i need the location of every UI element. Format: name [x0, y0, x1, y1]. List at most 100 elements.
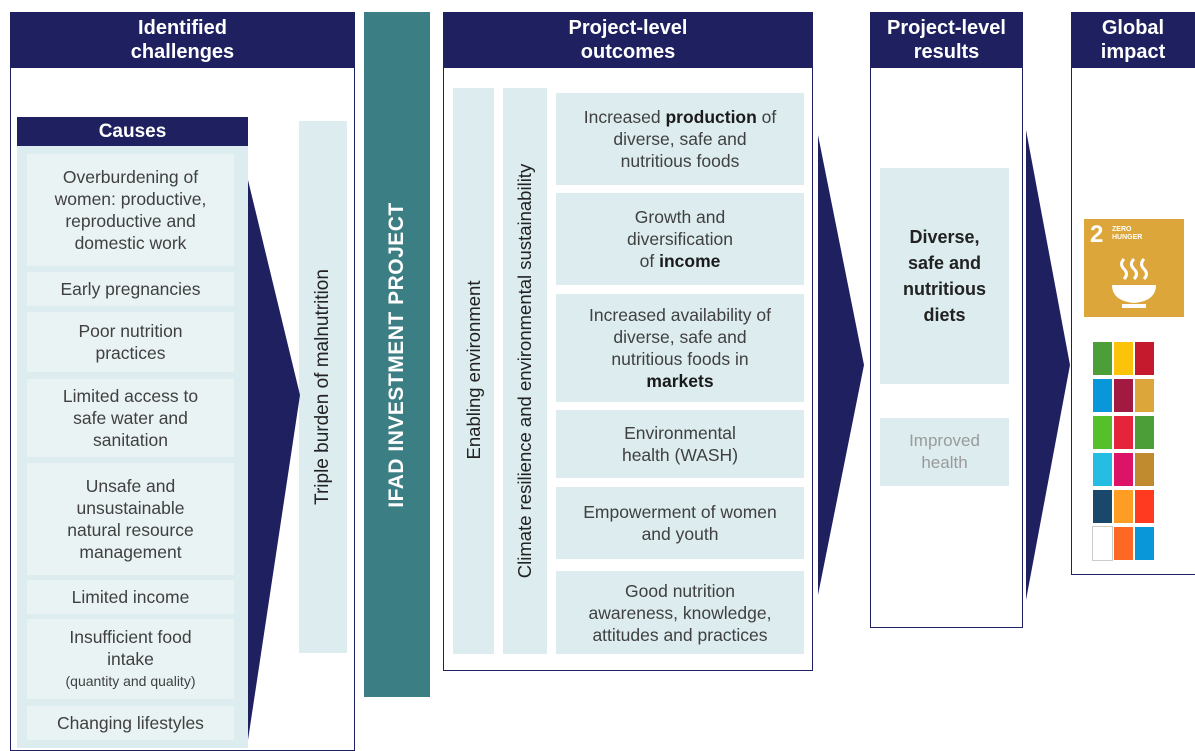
sdg-goal-icon: [1092, 341, 1113, 376]
outcome-markets-line2: diverse, safe and: [613, 327, 747, 347]
cause-item-line: Insufficient food: [69, 627, 192, 647]
triple-burden-box: [299, 121, 347, 653]
outcome-empowerment: Empowerment of women and youth: [556, 487, 804, 559]
outcomes-title-line2: outcomes: [580, 41, 676, 63]
challenges-title-line2: challenges: [130, 41, 235, 63]
sdg-goal-icon: [1134, 489, 1155, 524]
outcome-production-line2: diverse, safe and: [613, 129, 747, 149]
cause-item-line: management: [79, 542, 182, 562]
climate-resilience-box: [503, 88, 547, 654]
outcome-nutrition-line2: awareness, knowledge,: [588, 602, 772, 623]
outcomes-header: Project-level outcomes: [443, 12, 813, 68]
cause-item-line: Overburdening of: [62, 167, 199, 187]
sdg-goal-icon: [1092, 415, 1113, 450]
enabling-environment-box: [453, 88, 494, 654]
outcome-production-line3: nutritious foods: [620, 151, 740, 171]
sdg2-tile: 2 ZERO HUNGER: [1084, 219, 1184, 317]
sdg-goal-icon: [1113, 415, 1134, 450]
ifad-project-bar: [364, 12, 430, 697]
sdg-goal-icon: [1134, 452, 1155, 487]
outcome-income-line2: diversification: [626, 229, 734, 249]
impact-title-line2: impact: [1100, 41, 1166, 63]
outcome-nutrition-awareness: Good nutrition awareness, knowledge, att…: [556, 571, 804, 654]
impact-header: Global impact: [1071, 12, 1195, 68]
ifad-project-label: IFAD INVESTMENT PROJECT: [385, 202, 408, 508]
outcome-wash-line2: health (WASH): [621, 445, 739, 465]
sdg-goal-icon: [1092, 452, 1113, 487]
results-health-line2: health: [921, 453, 968, 472]
sdg-goal-icon: [1134, 378, 1155, 413]
results-health: Improved health: [880, 418, 1009, 486]
causes-header: Causes: [17, 117, 248, 146]
sdg2-label-line1: ZERO: [1112, 226, 1132, 233]
cause-item-line: natural resource: [67, 520, 194, 540]
cause-item-line: intake: [107, 649, 154, 669]
outcome-production: Increased production of diverse, safe an…: [556, 93, 804, 185]
results-diets-line1: Diverse,: [909, 227, 980, 247]
outcome-empowerment-line2: and youth: [641, 524, 719, 544]
sdg-goal-icon: [1113, 526, 1134, 561]
cause-item-line: unsustainable: [76, 498, 185, 518]
cause-item-line: Changing lifestyles: [57, 713, 204, 733]
enabling-environment-label: Enabling environment: [463, 280, 484, 460]
outcome-empowerment-line1: Empowerment of women: [583, 502, 777, 522]
sdg2-label-line2: HUNGER: [1112, 234, 1143, 241]
outcome-income-line3: of income: [639, 251, 721, 271]
cause-item-line: Limited income: [71, 587, 190, 607]
outcome-markets-line3: nutritious foods in: [611, 349, 749, 369]
sdg2-number: 2: [1090, 221, 1104, 248]
results-health-line1: Improved: [909, 431, 980, 450]
causes-arrow: [248, 180, 300, 740]
outcome-income-bold: income: [659, 251, 721, 271]
outcome-income-line1: Growth and: [634, 207, 726, 227]
cause-item-line: Early pregnancies: [60, 279, 201, 299]
outcome-markets: Increased availability of diverse, safe …: [556, 294, 804, 402]
challenges-title-line1: Identified: [138, 17, 227, 39]
outcome-markets-bold: markets: [646, 371, 714, 391]
sdg-goal-icon: [1134, 341, 1155, 376]
cause-item-line: sanitation: [93, 430, 168, 450]
outcome-income: Growth and diversification of income: [556, 193, 804, 285]
results-title-line2: results: [913, 41, 980, 63]
cause-item-line: Unsafe and: [85, 476, 176, 496]
outcome-wash-line1: Environmental: [624, 423, 736, 443]
sdg-goal-icon: [1092, 526, 1113, 561]
causes-title: Causes: [98, 120, 167, 142]
impact-title-line1: Global: [1101, 17, 1165, 39]
cause-item: Limited income: [27, 580, 234, 614]
sdg-goal-icon: [1092, 489, 1113, 524]
triple-burden-label: Triple burden of malnutrition: [312, 269, 333, 505]
cause-item-line: reproductive and: [65, 211, 196, 231]
cause-item-note: (quantity and quality): [65, 673, 196, 689]
outcomes-title-line1: Project-level: [568, 17, 688, 39]
cause-item-line: practices: [95, 343, 166, 363]
results-diets-line2: safe and: [907, 253, 982, 273]
outcomes-arrow: [818, 135, 864, 595]
sdg-goal-icon: [1134, 415, 1155, 450]
sdg-goal-icon: [1113, 341, 1134, 376]
results-arrow: [1026, 130, 1070, 600]
outcome-nutrition-line3: attitudes and practices: [592, 624, 768, 645]
outcome-markets-line1: Increased availability of: [589, 305, 771, 325]
cause-item: Changing lifestyles: [27, 706, 234, 740]
bowl-icon: [1112, 257, 1156, 308]
sdg-goal-icon: [1113, 452, 1134, 487]
sdg-goal-icon: [1092, 378, 1113, 413]
results-title-line1: Project-level: [887, 17, 1006, 39]
sdg-goal-icon: [1113, 489, 1134, 524]
challenges-header: Identified challenges: [10, 12, 355, 68]
results-diets: Diverse, safe and nutritious diets: [880, 168, 1009, 384]
cause-item-line: women: productive,: [54, 189, 207, 209]
outcome-wash: Environmental health (WASH): [556, 410, 804, 478]
outcome-nutrition-line1: Good nutrition: [625, 580, 735, 601]
sdg-goal-icon: [1113, 378, 1134, 413]
climate-resilience-label: Climate resilience and environmental sus…: [514, 163, 535, 579]
cause-item-line: Poor nutrition: [78, 321, 183, 341]
cause-item-line: domestic work: [74, 233, 187, 253]
outcome-production-bold: production: [665, 107, 757, 127]
